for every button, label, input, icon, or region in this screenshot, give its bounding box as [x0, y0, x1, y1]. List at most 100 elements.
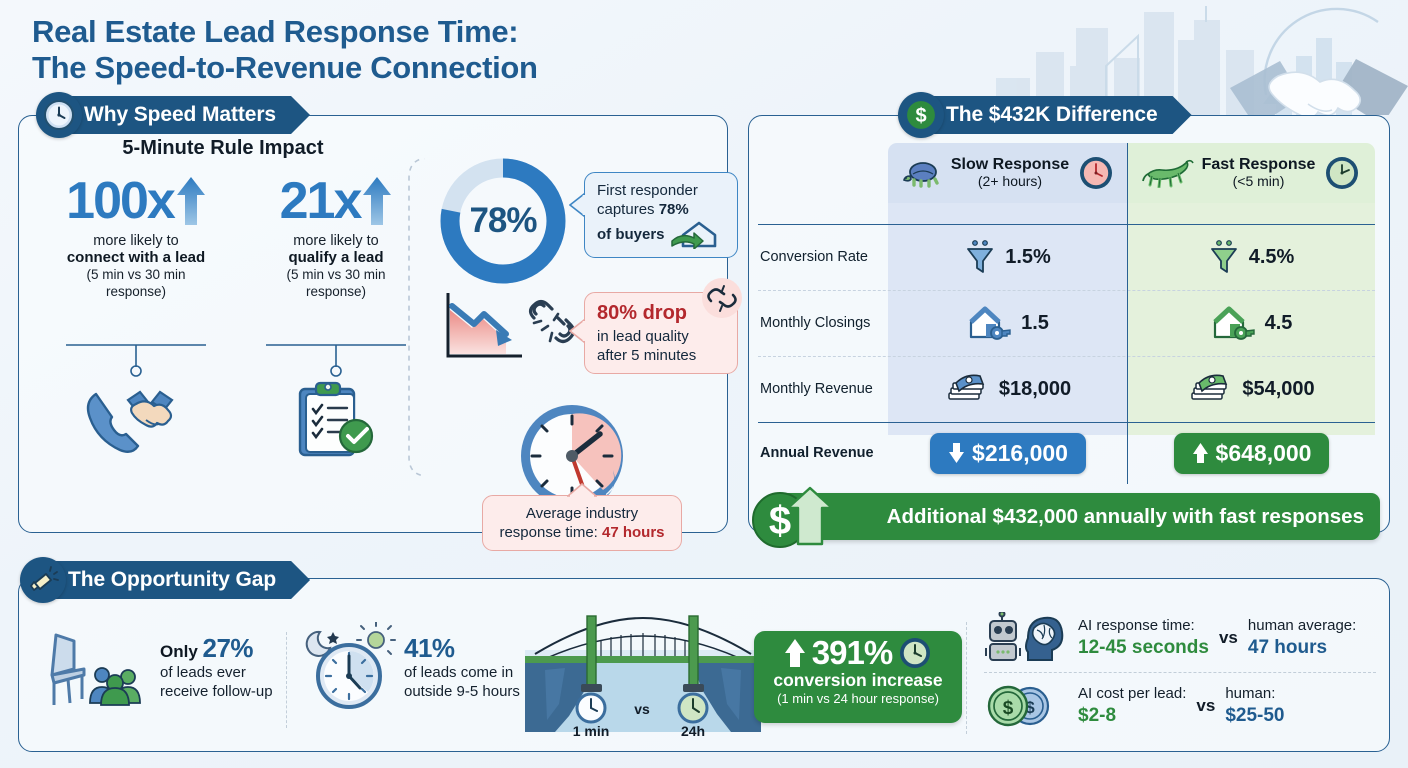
callout-tail: [567, 483, 597, 497]
callout-80-percent-drop: 80% drop in lead quality after 5 minutes: [569, 278, 742, 374]
svg-text:$: $: [915, 105, 926, 127]
table-row: Monthly Closings 1.5 4.5: [758, 290, 1375, 356]
row-value-fast: 4.5%: [1128, 239, 1375, 275]
phone-handshake-icon: [40, 373, 232, 469]
arrow-up-icon: [363, 177, 392, 225]
empty-chair-people-icon: [50, 633, 141, 706]
arrow-up-icon: [176, 177, 205, 225]
table-row: Monthly Revenue $18,000 $54,000: [758, 356, 1375, 422]
row-label: Monthly Revenue: [760, 381, 873, 397]
additional-revenue-banner: Additional $432,000 annually with fast r…: [770, 493, 1380, 540]
megaphone-icon: [20, 557, 66, 603]
stat-line-4: response): [105, 283, 167, 299]
house-key-icon: [1212, 306, 1255, 340]
stat-line-3: (5 min vs 30 min: [86, 267, 186, 282]
column-title-slow: Slow Response (2+ hours): [950, 156, 1070, 190]
table-column-header-slow: Slow Response (2+ hours): [888, 143, 1128, 203]
stat-followup-27-percent: Only 27% of leads ever receive follow-up: [40, 625, 273, 709]
cash-stack-icon: [1191, 374, 1228, 400]
badge-number-row: 391%: [754, 634, 962, 671]
row-value-fast: 4.5: [1128, 304, 1375, 342]
title-line-2: The Speed-to-Revenue Connection: [32, 50, 538, 86]
five-minute-rule-heading: 5-Minute Rule Impact: [122, 137, 324, 159]
row-value-slow: $18,000: [888, 373, 1128, 405]
stat-100x: 100x more likely to connect with a lead …: [40, 175, 232, 299]
connector-pin: [66, 344, 206, 377]
callout-line-1: Average industry: [525, 505, 639, 522]
stat-21x: 21x more likely to qualify a lead (5 min…: [240, 175, 432, 299]
badge-line-2: conversion increase: [773, 669, 943, 690]
table-column-separator: [1127, 143, 1128, 484]
svg-text:$: $: [769, 499, 791, 543]
ai-right-text: human average: 47 hours: [1247, 616, 1357, 658]
green-clock-icon: [1326, 157, 1359, 189]
callout-tail: [569, 319, 585, 343]
svg-text:$: $: [1003, 698, 1014, 719]
callout-line-2: in lead quality: [597, 327, 689, 345]
house-key-icon: [969, 306, 1011, 340]
arrow-up-icon: [1192, 443, 1208, 463]
row-label: Annual Revenue: [760, 445, 874, 461]
callout-line-3: of buyers: [597, 225, 665, 243]
table-rule-top: [758, 224, 1375, 225]
badge-line-3: (1 min vs 24 hour response): [777, 690, 939, 706]
badge-conversion-increase: 391% conversion increase (1 min vs 24 ho…: [754, 631, 962, 723]
table-column-header-fast: Fast Response (<5 min): [1128, 143, 1375, 203]
callout-line-3: after 5 minutes: [597, 346, 697, 364]
bottom-divider: [966, 622, 967, 734]
ai-right-text: human: $25-50: [1225, 684, 1285, 726]
day-night-clock-icon: [305, 622, 396, 709]
stat-value-wrap: 21x: [280, 175, 393, 227]
callout-tail: [569, 193, 585, 217]
section-label-gap: The Opportunity Gap: [68, 568, 277, 591]
connector-pin: [266, 344, 406, 377]
afterhours-text: 41% of leads come in outside 9-5 hours: [404, 632, 520, 701]
badge-number: 391%: [811, 634, 893, 671]
row-label: Conversion Rate: [760, 249, 868, 265]
row-value-fast: $54,000: [1128, 373, 1375, 405]
arrow-down-icon: [949, 443, 965, 463]
annual-value-slow: $216,000: [888, 432, 1128, 474]
stat-line-1: more likely to: [293, 233, 379, 249]
declining-chart-icon: [446, 293, 522, 358]
table-rule: [758, 290, 1375, 291]
clock-icon: [900, 638, 931, 669]
callout-highlight: 47 hours: [602, 524, 665, 542]
callout-bold-value: 78%: [658, 201, 689, 219]
cheetah-icon: [1141, 159, 1194, 188]
table-row: Conversion Rate 1.5% 4.5%: [758, 224, 1375, 290]
callout-average-response-time: Average industry response time: 47 hours: [482, 483, 682, 552]
callout-headline: 80% drop: [597, 302, 688, 324]
followup-text: Only 27% of leads ever receive follow-up: [160, 632, 273, 701]
table-body-fast-bg: [1128, 203, 1375, 435]
row-label: Monthly Closings: [760, 315, 871, 331]
stat-afterhours-41-percent: 41% of leads come in outside 9-5 hours: [302, 622, 520, 712]
red-clock-icon: [1080, 157, 1113, 189]
funnel-icon: [1210, 240, 1237, 273]
bridge-left-label: 1 min: [573, 723, 610, 739]
section-label-plate-speed: Why Speed Matters: [58, 96, 310, 134]
donut-value-label: 78%: [469, 201, 537, 240]
section-label-speed: Why Speed Matters: [84, 103, 277, 126]
page-title: Real Estate Lead Response Time: The Spee…: [32, 14, 538, 87]
bottom-divider: [286, 632, 287, 728]
callout-line-1: First responder: [597, 182, 698, 199]
column-title-fast: Fast Response (<5 min): [1201, 156, 1316, 190]
row-value-slow: 1.5%: [888, 239, 1128, 275]
svg-text:$: $: [1025, 698, 1035, 717]
section-label-plate-difference: The $432K Difference: [920, 96, 1192, 134]
house-arrow-icon: [670, 222, 716, 250]
cash-stack-icon: [948, 374, 985, 400]
table-body-slow-bg: [888, 203, 1128, 435]
section-label-difference: The $432K Difference: [946, 103, 1158, 126]
stat-value: 21x: [279, 172, 363, 230]
row-value-slow: 1.5: [888, 304, 1128, 342]
stat-line-4: response): [305, 283, 367, 299]
ai-comparison-cost-per-lead: $ $ AI cost per lead: $2-8 vs human: $25…: [984, 682, 1285, 730]
ai-comparison-response-time: AI response time: 12-45 seconds vs human…: [984, 612, 1356, 664]
table-row-annual: Annual Revenue $216,000 $648,000: [758, 422, 1375, 484]
annual-pill-fast: $648,000: [1173, 432, 1330, 474]
stat-line-3: (5 min vs 30 min: [286, 267, 386, 282]
callout-first-responder: First responder captures 78% of buyers: [569, 172, 738, 259]
banner-text: Additional $432,000 annually with fast r…: [886, 504, 1364, 528]
